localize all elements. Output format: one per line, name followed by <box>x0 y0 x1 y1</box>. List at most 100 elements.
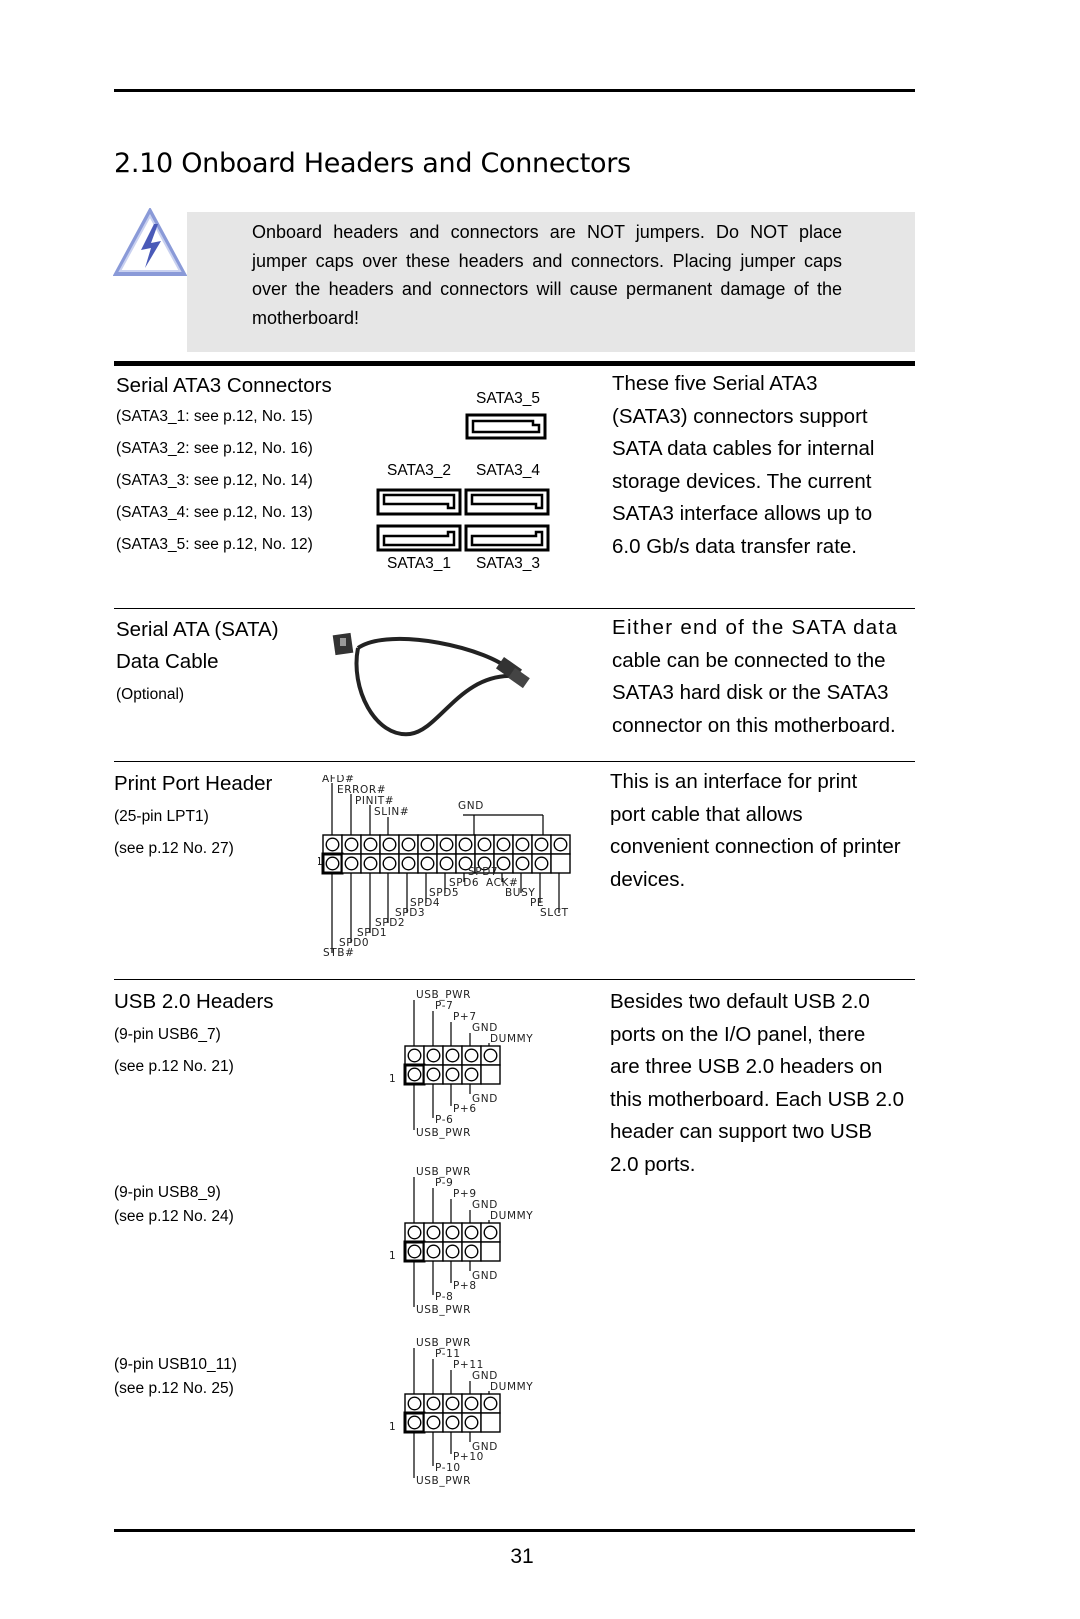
pin-hole <box>445 1225 460 1240</box>
usb-pin-grid <box>403 1045 501 1086</box>
usb-pin-1-marker: 1 <box>390 1421 396 1433</box>
pin-hole <box>483 1396 498 1411</box>
pin-hole <box>483 1048 498 1063</box>
pin-hole <box>445 1048 460 1063</box>
sata3-ref-5: (SATA3_5: see p.12, No. 12) <box>116 536 313 553</box>
pin-hole <box>464 1415 479 1430</box>
pin-spd3: SPD3 <box>395 907 425 919</box>
sata3-description: These five Serial ATA3 (SATA3) connector… <box>612 372 875 558</box>
top-rule <box>114 89 915 92</box>
sata-cable-illustration <box>332 632 530 737</box>
section-rule <box>114 761 915 762</box>
sata3-4-connector <box>464 488 550 516</box>
usb-gnd-top: GND <box>472 1199 498 1211</box>
usb89-ref: (see p.12 No. 24) <box>114 1208 234 1225</box>
pin-hole <box>401 856 416 871</box>
pin-hole <box>382 837 397 852</box>
sata3-5-label: SATA3_5 <box>476 390 541 407</box>
pin-hole <box>445 1396 460 1411</box>
sata3-5-connector <box>465 413 547 440</box>
pin-hole <box>420 856 435 871</box>
pin-hole <box>407 1244 422 1259</box>
usb-pin-grid <box>403 1222 501 1263</box>
page-title: 2.10 Onboard Headers and Connectors <box>114 148 631 179</box>
usb89-header-diagram: USB_PWR P-9 P+9 GND DUMMY GND P+8 P-8 US… <box>390 1167 533 1316</box>
usb-gnd-bottom: GND <box>472 1270 498 1282</box>
pin-hole <box>407 1048 422 1063</box>
pin-hole <box>464 1244 479 1259</box>
pin-hole <box>534 837 549 852</box>
usb-p-plus-top: P+11 <box>453 1359 484 1371</box>
usb-p-plus-bottom: P+10 <box>453 1451 484 1463</box>
usb-description: Besides two default USB 2.0 ports on the… <box>610 990 904 1176</box>
pin-hole <box>483 1225 498 1240</box>
sata3-2-connector <box>376 488 462 516</box>
section-rule <box>114 979 915 980</box>
sata3-title: Serial ATA3 Connectors <box>116 374 332 397</box>
pin-cell <box>480 1412 501 1433</box>
pin-hole <box>344 856 359 871</box>
usb-pwr-top: USB_PWR <box>416 1167 471 1178</box>
usb67-ref: (see p.12 No. 21) <box>114 1058 234 1075</box>
usb-pwr-top: USB_PWR <box>416 990 471 1001</box>
sata3-2-label: SATA3_2 <box>387 462 452 479</box>
pin-hole <box>458 856 473 871</box>
pin-hole <box>363 837 378 852</box>
usb-pin-1-marker: 1 <box>390 1250 396 1262</box>
pin-slct: SLCT <box>540 907 569 919</box>
usb-pwr-top: USB_PWR <box>416 1338 471 1349</box>
sata-cable-note: (Optional) <box>116 686 185 703</box>
print-port-description: This is an interface for print port cabl… <box>610 770 901 891</box>
pin-hole <box>426 1225 441 1240</box>
pin-spd1: SPD1 <box>357 927 387 939</box>
usb-p-plus-bottom: P+6 <box>453 1103 477 1115</box>
warning-box <box>187 212 915 352</box>
pin-hole <box>363 856 378 871</box>
usb-dummy: DUMMY <box>490 1381 533 1393</box>
usb1011-pins: (9-pin USB10_11) <box>114 1356 237 1373</box>
pin-hole <box>445 1244 460 1259</box>
pin-spd5: SPD5 <box>429 887 459 899</box>
pin-hole <box>426 1244 441 1259</box>
pin-cell <box>550 853 571 874</box>
usb-gnd-top: GND <box>472 1022 498 1034</box>
pin-hole <box>426 1415 441 1430</box>
usb-p-minus-bottom: P-8 <box>435 1291 453 1303</box>
usb-gnd-bottom: GND <box>472 1441 498 1453</box>
pin-hole <box>496 856 511 871</box>
usb-p-plus-bottom: P+8 <box>453 1280 477 1292</box>
pin-hole <box>382 856 397 871</box>
pin-ack: ACK# <box>486 877 518 889</box>
usb-p-minus-top: P-7 <box>435 1000 453 1012</box>
pin-hole <box>426 1396 441 1411</box>
pin-hole <box>325 837 340 852</box>
pin-hole <box>464 1225 479 1240</box>
pin-spd2: SPD2 <box>375 917 405 929</box>
pin-hole <box>464 1067 479 1082</box>
pin-hole <box>515 837 530 852</box>
pin-pe: PE <box>530 897 544 909</box>
sata-cable-title-2: Data Cable <box>116 650 219 673</box>
pin-hole <box>439 856 454 871</box>
sata3-connectors-diagram <box>376 413 550 552</box>
pin-hole <box>401 837 416 852</box>
print-port-header-diagram: AFD# ERROR# PINIT# SLIN# GND SPD7 SPD6 A… <box>318 775 571 957</box>
sata3-3-connector <box>464 524 550 552</box>
pin-spd0: SPD0 <box>339 937 369 949</box>
sata-cable-title: Serial ATA (SATA) <box>116 618 279 641</box>
pin-spd7: SPD7 <box>468 866 498 878</box>
pin-stb: STB# <box>323 947 354 957</box>
print-port-ref: (see p.12 No. 27) <box>114 840 234 857</box>
pin-busy: BUSY <box>505 887 535 899</box>
usb-p-minus-top: P-9 <box>435 1177 453 1189</box>
sata3-ref-3: (SATA3_3: see p.12, No. 14) <box>116 472 313 489</box>
pin-hole <box>477 856 492 871</box>
pin-hole <box>344 837 359 852</box>
pin-afd: AFD# <box>322 775 355 785</box>
usb-p-minus-bottom: P-10 <box>435 1462 461 1474</box>
usb-pin-1-marker: 1 <box>390 1073 396 1085</box>
sata3-4-label: SATA3_4 <box>476 462 541 479</box>
pin-hole <box>496 837 511 852</box>
pin-hole <box>439 837 454 852</box>
sata3-ref-4: (SATA3_4: see p.12, No. 13) <box>116 504 313 521</box>
